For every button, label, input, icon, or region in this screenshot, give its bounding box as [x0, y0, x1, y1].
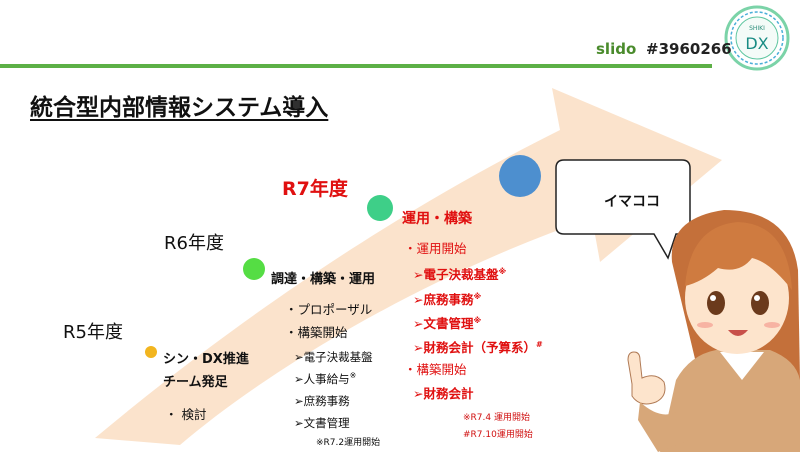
character-illustration [627, 210, 800, 452]
speech-bubble-text: イマココ [604, 194, 660, 210]
milestone-dot-r6 [243, 258, 265, 280]
r6-heading: 調達・構築・運用 [271, 272, 376, 287]
r6-subitem: ➢電子決裁基盤 [294, 349, 373, 364]
slido-event-code: #3960266 [646, 40, 732, 58]
year-label-r7: R7年度 [282, 178, 348, 200]
r6-note: ※R7.2運用開始 [316, 438, 381, 448]
r7-note-2: #R7.10運用開始 [463, 430, 533, 440]
r7-heading: 運用・構築 [402, 211, 472, 227]
milestone-dot-r7 [367, 195, 393, 221]
svg-text:SHIKI: SHIKI [749, 25, 765, 32]
shiki-dx-logo: SHIKI DX [724, 5, 790, 71]
r7-note-1: ※R7.4 運用開始 [463, 413, 530, 423]
svg-text:DX: DX [745, 34, 768, 53]
year-label-r5: R5年度 [63, 322, 123, 343]
r6-subitem: ➢庶務事務 [294, 393, 350, 408]
milestone-dot-now [499, 155, 541, 197]
r7-item-operation-start: ・運用開始 [404, 241, 467, 256]
r5-heading-line-1: シン・DX推進 [163, 352, 249, 367]
r5-item: ・ 検討 [165, 407, 207, 422]
r6-subitem: ➢文書管理 [294, 415, 350, 430]
r7-subitem-financial: ➢財務会計 [413, 386, 474, 401]
r7-subitem: ➢庶務事務※ [413, 292, 482, 308]
r7-subitem: ➢財務会計（予算系）# [413, 340, 543, 356]
r7-item-build-start: ・構築開始 [404, 362, 467, 377]
year-label-r6: R6年度 [164, 233, 224, 254]
r6-item-proposal: ・プロポーザル [285, 302, 373, 317]
milestone-dot-r5 [145, 346, 157, 358]
page-title: 統合型内部情報システム導入 [30, 95, 329, 121]
growth-arrow [95, 88, 722, 445]
slido-label: slido [596, 40, 637, 58]
r7-subitem: ➢電子決裁基盤※ [413, 267, 507, 283]
header-rule [0, 64, 712, 68]
r5-heading-line-2: チーム発足 [163, 375, 228, 390]
r6-subitem: ➢人事給与※ [294, 371, 357, 386]
r7-subitem: ➢文書管理※ [413, 316, 482, 332]
r6-item-build-start: ・構築開始 [285, 325, 348, 340]
